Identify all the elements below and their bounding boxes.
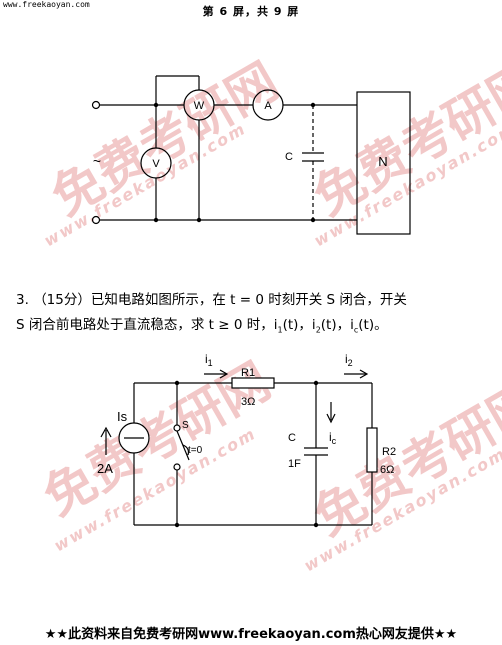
node [153,102,159,108]
is-label: Is [117,409,128,424]
is-arrowhead [100,426,112,438]
node [313,380,319,386]
footer-banner: ★★此资料来自免费考研网www.freekaoyan.com热心网友提供★★ [44,627,458,642]
capacitor-label: C [285,151,293,163]
voltmeter-label: V [152,158,160,170]
problem-number: 3. [16,292,29,308]
i2-arrowhead [359,369,369,379]
is-value: 2A [97,461,113,476]
switch-arc [182,444,190,456]
switch-time: t=0 [188,445,203,456]
circuit-diagram-1: W A V ~ C N [91,75,411,235]
problem-line-2: S 闭合前电路处于直流稳态，求 t ≥ 0 时， [16,317,274,333]
network-label: N [378,154,387,169]
r1-label: R1 [241,367,255,379]
node [196,217,202,223]
resistor-r1 [231,377,275,389]
page-indicator: 第 6 屏，共 9 屏 [202,5,300,18]
switch-terminal [173,463,181,471]
switch-terminal [173,424,181,432]
ic-label: ic [329,430,337,446]
problem-score: （15分） [33,292,91,308]
ic-arrowhead [326,413,336,424]
r2-label: R2 [382,446,396,458]
watermark-text: 免费考研网 [34,351,280,528]
node [153,217,159,223]
capacitor-value: 1F [288,458,301,470]
switch-blade [176,430,190,461]
capacitor-label: C [288,432,296,444]
problem-3-line-2: S 闭合前电路处于直流稳态，求 t ≥ 0 时，i1(t)，i2(t)，ic(t… [16,313,496,343]
problem-3-text: 3. （15分）已知电路如图所示，在 t = 0 时刻开关 S 闭合，开关 S … [16,288,496,343]
i2-label: i2 [345,352,353,368]
node [174,522,180,528]
voltmeter [140,147,172,179]
r2-value: 6Ω [380,464,394,476]
i1-label: i1 [205,352,213,368]
watermark-url: www.freekaoyan.com [50,423,260,556]
wattmeter-label: W [194,100,205,112]
node [310,102,316,108]
ammeter [252,89,284,121]
ammeter-label: A [264,100,272,112]
current-ic: ic(t)。 [350,317,388,335]
current-i2: i2(t)， [311,317,351,335]
current-source [118,422,150,454]
terminal [91,100,101,110]
terminal [91,215,101,225]
current-i1: i1(t)， [273,317,312,335]
i1-arrowhead [219,369,229,379]
site-url: www.freekaoyan.com [3,0,90,9]
r1-value: 3Ω [241,396,255,408]
problem-line-1: 已知电路如图所示，在 t = 0 时刻开关 S 闭合，开关 [90,292,407,308]
node [174,380,180,386]
watermark-text: 免费考研网 [304,371,502,548]
node [310,217,316,223]
problem-3-line-1: 3. （15分）已知电路如图所示，在 t = 0 时刻开关 S 闭合，开关 [16,288,496,313]
resistor-r2 [366,427,378,473]
ac-source-symbol: ~ [93,153,101,169]
watermark-url: www.freekaoyan.com [300,443,502,576]
node [313,522,319,528]
wattmeter [183,89,215,121]
switch-label: S [182,420,189,431]
network-box [356,91,411,235]
